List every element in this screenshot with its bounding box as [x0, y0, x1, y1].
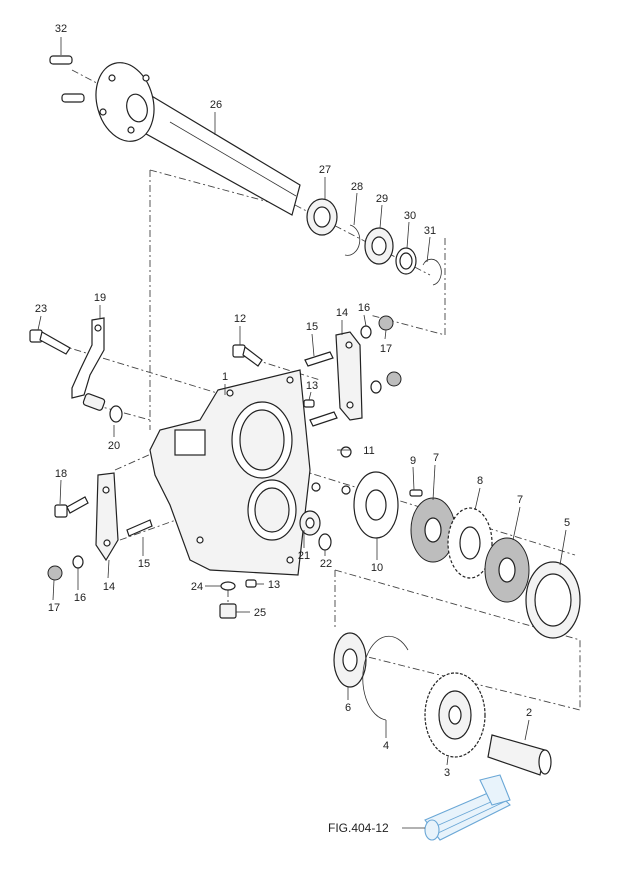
callout-8: 8: [477, 475, 483, 487]
part-23-bolt: [29, 329, 71, 355]
callout-7-first: 7: [433, 452, 439, 464]
part-30-washer: [395, 247, 417, 275]
callout-1: 1: [222, 371, 228, 383]
callout-17-upper: 17: [380, 343, 392, 355]
callout-6: 6: [345, 702, 351, 714]
part-13-pin-upper: [303, 399, 315, 408]
callout-11: 11: [363, 445, 374, 457]
part-27-bearing: [306, 198, 338, 236]
part-14-bracket-lower: [95, 472, 119, 562]
figure-reference-label: FIG.404-12: [328, 821, 389, 835]
callout-24: 24: [191, 581, 203, 593]
part-18-bolt: [54, 496, 89, 518]
leader-lines: [37, 37, 567, 829]
callout-9: 9: [410, 455, 416, 467]
callout-2: 2: [526, 707, 532, 719]
part-9-pin: [409, 489, 423, 497]
part-19-lever: [71, 317, 106, 411]
callout-21: 21: [298, 550, 310, 562]
part-6-bearing: [333, 632, 367, 688]
part-3-bevel-gear: [424, 672, 486, 758]
callout-17-lower: 17: [48, 602, 60, 614]
part-4-snap-ring: [362, 635, 409, 721]
part-17-nut-lower: [47, 565, 63, 581]
callout-26: 26: [210, 99, 222, 111]
part-17-nut-upper: [378, 315, 402, 387]
callout-14-upper: 14: [336, 307, 348, 319]
callout-3: 3: [444, 767, 450, 779]
callout-27: 27: [319, 164, 331, 176]
part-16-washer-upper: [360, 325, 382, 394]
part-22-ring: [318, 533, 332, 551]
part-13-pin-lower: [245, 579, 257, 588]
part-10-disc: [353, 471, 399, 539]
part-16-washer-lower: [72, 555, 84, 569]
part-12-bolt: [232, 344, 263, 367]
part-32-pins: [49, 55, 85, 103]
part-5-cover: [525, 561, 581, 639]
callout-20: 20: [108, 440, 120, 452]
callout-31: 31: [424, 225, 436, 237]
callout-15-upper: 15: [306, 321, 318, 333]
part-28-snap-ring: [344, 224, 361, 256]
part-11-ball: [311, 446, 352, 495]
callout-32: 32: [55, 23, 67, 35]
part-25-drain-plug: [219, 603, 237, 619]
part-7-friction-plate-2: [484, 537, 530, 603]
part-29-bearing: [364, 227, 394, 265]
part-14-bracket-upper: [335, 331, 363, 421]
callout-13-upper: 13: [306, 380, 318, 392]
callouts: 32 26 27 28 29 30 31 19 23 12 15 14 16 1…: [35, 23, 570, 835]
part-7-friction-plate-1: [410, 497, 456, 563]
callout-16-upper: 16: [358, 302, 370, 314]
part-15-pin-lower: [126, 519, 153, 537]
callout-7-second: 7: [517, 494, 523, 506]
callout-13-lower: 13: [268, 579, 280, 591]
callout-16-lower: 16: [74, 592, 86, 604]
callout-19: 19: [94, 292, 106, 304]
part-8-steel-plate: [447, 507, 493, 579]
callout-29: 29: [376, 193, 388, 205]
part-1-gear-case: [149, 369, 311, 576]
callout-23: 23: [35, 303, 47, 315]
part-24-washer: [220, 581, 236, 591]
reference-shaft-fig-404-12: [424, 774, 511, 841]
callout-5: 5: [564, 517, 570, 529]
callout-18: 18: [55, 468, 67, 480]
callout-14-lower: 14: [103, 581, 115, 593]
callout-30: 30: [404, 210, 416, 222]
part-31-circlip: [422, 258, 442, 286]
callout-22: 22: [320, 558, 332, 570]
part-21-seal: [299, 510, 321, 536]
callout-10: 10: [371, 562, 383, 574]
part-15-pin-upper: [304, 351, 338, 427]
part-26-axle-shaft: [95, 62, 301, 216]
callout-28: 28: [351, 181, 363, 193]
callout-4: 4: [383, 740, 389, 752]
callout-15-lower: 15: [138, 558, 150, 570]
part-20-ring: [109, 405, 123, 423]
callout-12: 12: [234, 313, 246, 325]
callout-25: 25: [254, 607, 266, 619]
part-2-pinion-shaft: [487, 734, 552, 776]
